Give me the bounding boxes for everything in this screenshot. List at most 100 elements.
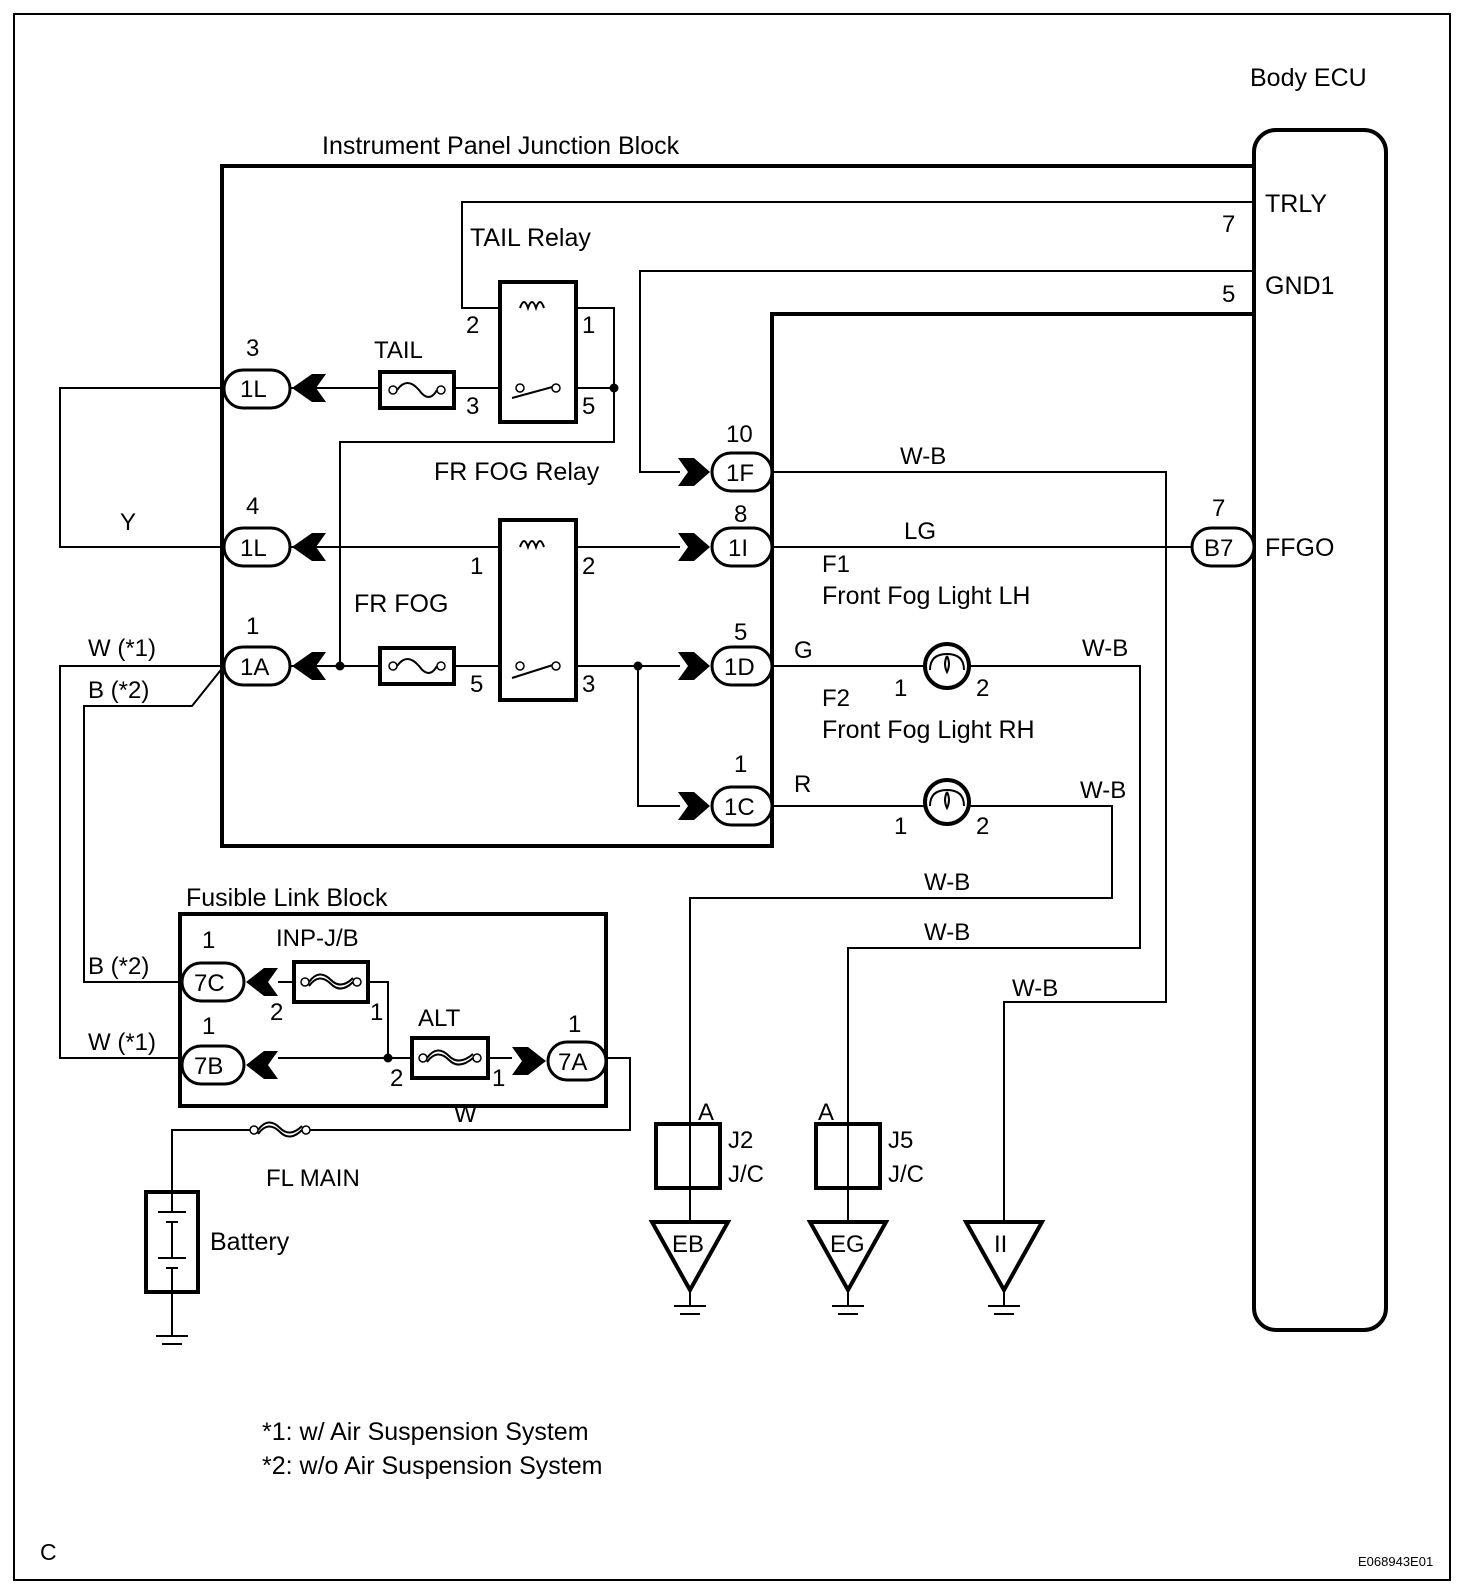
svg-text:4: 4	[246, 493, 259, 520]
wire-color-wb: W-B	[924, 919, 970, 946]
fl-main-label: FL MAIN	[266, 1165, 360, 1192]
fog-relay-pin: 5	[470, 671, 483, 698]
svg-text:7C: 7C	[194, 970, 225, 997]
ground-icon	[988, 1290, 1020, 1315]
svg-text:B7: B7	[1204, 535, 1233, 562]
light-pin: 1	[894, 675, 907, 702]
connector-1A: 1 1A	[222, 613, 326, 687]
tail-relay-pin: 5	[582, 393, 595, 420]
connector-B7: 7 B7	[1190, 495, 1256, 568]
wire-color-wb: W-B	[1082, 635, 1128, 662]
svg-text:10: 10	[726, 421, 753, 448]
ground-label-ii: II	[994, 1231, 1007, 1258]
tail-relay	[498, 280, 578, 424]
fog-relay-pin: 1	[470, 553, 483, 580]
fl-main-icon	[257, 1121, 303, 1138]
relay-switch-icon	[511, 663, 557, 679]
wire-color-wb: W-B	[1012, 975, 1058, 1002]
junction-pin: A	[818, 1099, 834, 1126]
connector-arrow-icon	[678, 458, 710, 486]
wire-color-wb: W-B	[1080, 777, 1126, 804]
wire-color-w1: W (*1)	[88, 1029, 156, 1056]
svg-text:1L: 1L	[240, 535, 267, 562]
inp-jb-fuse-label: INP-J/B	[276, 925, 359, 952]
body-ecu-label: Body ECU	[1250, 64, 1367, 92]
svg-text:5: 5	[734, 619, 747, 646]
battery-label: Battery	[210, 1228, 290, 1256]
ip-jb-label: Instrument Panel Junction Block	[322, 132, 680, 160]
fusible-link-icon	[426, 1049, 474, 1066]
connector-arrow-icon	[292, 374, 326, 402]
svg-text:3: 3	[246, 335, 259, 362]
connector-1D: 5 1D	[678, 619, 774, 687]
ecu-pin-gnd1: GND1	[1265, 272, 1334, 300]
connector-1F: 10 1F	[678, 421, 774, 493]
light-f2-id: F2	[822, 685, 850, 712]
svg-text:1: 1	[568, 1011, 581, 1038]
fog-relay	[498, 518, 578, 702]
fuse-icon	[396, 382, 438, 398]
connector-arrow-icon	[292, 652, 326, 680]
connector-arrow-icon	[678, 533, 710, 561]
ground-icon	[674, 1290, 706, 1315]
note-1: *1: w/ Air Suspension System	[262, 1418, 589, 1446]
svg-text:1A: 1A	[240, 654, 269, 681]
tail-relay-label: TAIL Relay	[470, 224, 591, 252]
wire-color-w: W	[454, 1101, 477, 1128]
wire-color-b2: B (*2)	[88, 953, 149, 980]
connector-arrow-icon	[678, 792, 710, 820]
light-pin: 2	[976, 675, 989, 702]
bulb-icon	[923, 778, 971, 826]
ground-point-ii	[962, 1220, 1046, 1295]
connector-arrow-icon	[246, 968, 278, 996]
ground-label-eb: EB	[672, 1231, 704, 1258]
light-pin: 2	[976, 813, 989, 840]
wire-color-wb: W-B	[900, 443, 946, 470]
connector-1I: 8 1I	[678, 501, 774, 568]
svg-text:7B: 7B	[194, 1053, 223, 1080]
ecu-pin-trly: TRLY	[1265, 190, 1327, 218]
svg-text:1I: 1I	[728, 535, 748, 562]
ecu-pin-ffgo: FFGO	[1265, 534, 1334, 562]
body-ecu-box	[1252, 128, 1388, 1332]
connector-1L-3: 3 1L	[222, 335, 326, 410]
ground-point-eb	[648, 1220, 732, 1295]
connector-7A: 1 7A	[512, 1011, 608, 1082]
fusible-link-block-label: Fusible Link Block	[186, 884, 388, 912]
svg-text:1: 1	[202, 927, 215, 954]
svg-text:7: 7	[1212, 495, 1225, 522]
connector-arrow-icon	[512, 1047, 546, 1075]
ground-label-eg: EG	[830, 1231, 865, 1258]
relay-switch-icon	[511, 385, 557, 399]
fusible-link-block	[178, 912, 608, 1108]
ecu-pin-num-trly: 7	[1222, 211, 1235, 238]
fuse-pin: 2	[390, 1065, 403, 1092]
svg-text:8: 8	[734, 501, 747, 528]
bulb-icon	[923, 642, 971, 690]
connector-7B: 1 7B	[180, 1013, 278, 1086]
svg-text:1C: 1C	[724, 794, 755, 821]
fog-relay-pin: 3	[582, 671, 595, 698]
wire-color-lg: LG	[904, 518, 936, 545]
relay-coil-icon	[519, 540, 545, 551]
tail-relay-pin: 3	[466, 393, 479, 420]
fuse-pin: 1	[370, 999, 383, 1026]
fusible-link-icon	[308, 973, 354, 990]
connector-arrow-icon	[678, 652, 710, 680]
fuse-icon	[396, 658, 438, 674]
fog-relay-pin: 2	[582, 553, 595, 580]
svg-text:7A: 7A	[558, 1049, 587, 1076]
svg-text:1: 1	[246, 613, 259, 640]
light-pin: 1	[894, 813, 907, 840]
figure-code: E068943E01	[1358, 1554, 1433, 1569]
junction-pin: A	[698, 1099, 714, 1126]
light-f1-name: Front Fog Light LH	[822, 582, 1030, 610]
wire-color-r: R	[794, 771, 811, 798]
ground-icon	[832, 1290, 864, 1315]
wire-color-wb: W-B	[924, 869, 970, 896]
junction-j2-id: J2	[728, 1127, 753, 1154]
connector-1C: 1 1C	[678, 751, 774, 827]
svg-text:1L: 1L	[240, 376, 267, 403]
fuse-pin: 1	[492, 1065, 505, 1092]
